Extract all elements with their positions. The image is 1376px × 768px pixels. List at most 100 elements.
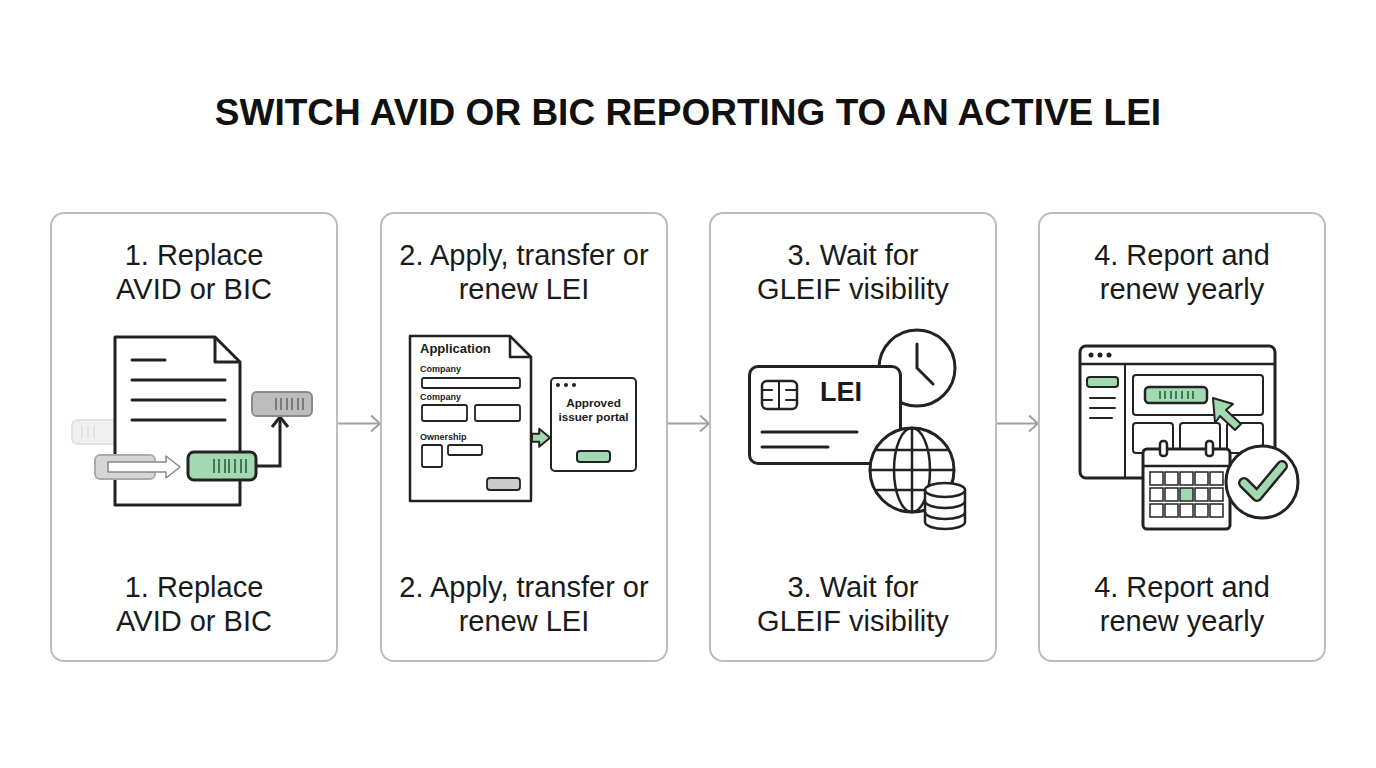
- replace-illustration: [215, 337, 240, 362]
- replace-illustration: [280, 398, 282, 410]
- field-label: Ownership: [420, 432, 467, 442]
- report-illustration: [1133, 375, 1263, 415]
- report-illustration: [1143, 465, 1230, 468]
- lei-card-art: [762, 381, 797, 409]
- portal-window-art: [572, 383, 576, 387]
- portal-window-art: [556, 383, 560, 387]
- clock-icon: [917, 344, 933, 384]
- portal-label: Approved issuer portal: [552, 396, 635, 424]
- replace-illustration: [252, 392, 312, 416]
- replace-illustration: [272, 417, 288, 427]
- lei-card-art: [762, 381, 965, 529]
- step-panel: 4. Report and renew yearly4. Report and …: [1038, 212, 1326, 662]
- report-illustration: [1090, 397, 1115, 399]
- step-caption: 4. Report and renew yearly: [1065, 570, 1300, 638]
- report-illustration: [1181, 391, 1183, 399]
- application-form-art: [410, 335, 532, 502]
- report-illustration: [1210, 472, 1223, 485]
- replace-illustration: [302, 398, 304, 410]
- portal-window-art: [564, 383, 568, 387]
- application-form-art: [410, 336, 531, 501]
- portal-window: Approved issuer portal: [550, 377, 637, 472]
- step-heading: 3. Wait for GLEIF visibility: [746, 238, 961, 306]
- report-illustration: [1150, 488, 1163, 501]
- report-illustration: [1143, 449, 1230, 529]
- lei-card-art: [778, 381, 780, 409]
- replace-illustration: [81, 426, 83, 438]
- report-illustration: [1195, 504, 1208, 517]
- step-caption: 1. Replace AVID or BIC: [92, 570, 297, 638]
- replace-illustration: [132, 399, 225, 402]
- report-illustration: [1192, 391, 1194, 399]
- report-illustration: [1098, 353, 1103, 358]
- report-illustration: [1090, 398, 1115, 418]
- application-form-art: [487, 478, 520, 490]
- report-illustration: [1180, 504, 1193, 517]
- report-illustration: [1210, 488, 1223, 501]
- report-illustration: [1244, 466, 1282, 496]
- field-label: Company: [420, 392, 461, 402]
- lei-card-art: [762, 399, 772, 401]
- step-panel: ApplicationCompanyCompanyOwnershipApprov…: [380, 212, 668, 662]
- step-arrow: [997, 423, 1038, 425]
- application-form-art: [422, 378, 520, 388]
- application-form-art: [422, 405, 467, 421]
- lei-card: LEI: [748, 365, 902, 465]
- report-illustration: [1165, 504, 1178, 517]
- step-panel: 1. Replace AVID or BIC 1. Replace AVID or…: [50, 212, 338, 662]
- lei-card-art: [925, 483, 965, 497]
- application-form-art: [410, 336, 531, 501]
- replace-illustration: [72, 420, 117, 444]
- lei-card-art: [762, 446, 828, 449]
- step-arrow: [668, 423, 709, 425]
- report-illustration: [1165, 472, 1178, 485]
- report-illustration: [1195, 488, 1208, 501]
- replace-illustration: [276, 398, 303, 410]
- application-form-art: [510, 336, 531, 357]
- lei-card-art: [762, 431, 857, 434]
- replace-illustration: [256, 418, 280, 466]
- field-label: Company: [420, 364, 461, 374]
- replace-illustration: [234, 459, 236, 473]
- replace-illustration: [132, 359, 165, 362]
- replace-illustration: [132, 419, 225, 422]
- report-illustration: [1244, 466, 1282, 496]
- form-heading: Application: [420, 342, 491, 356]
- replace-illustration: [72, 337, 312, 505]
- report-illustration: [1160, 391, 1193, 399]
- replace-illustration: [228, 459, 230, 473]
- step-panel: LEI3. Wait for GLEIF visibility3. Wait f…: [709, 212, 997, 662]
- step-heading: 1. Replace AVID or BIC: [92, 238, 297, 306]
- report-illustration: [1180, 488, 1193, 501]
- flow-arrow: [532, 429, 550, 447]
- portal-window-art: [550, 377, 637, 472]
- report-illustration: [1124, 364, 1126, 478]
- report-illustration: [1213, 398, 1241, 430]
- report-illustration: [1089, 353, 1094, 358]
- report-illustration: [1087, 377, 1118, 387]
- lei-card-art: [925, 501, 965, 519]
- step-caption: 2. Apply, transfer or renew LEI: [399, 570, 649, 638]
- replace-illustration: [286, 398, 288, 410]
- report-illustration: [1164, 391, 1166, 399]
- report-illustration: [1090, 417, 1112, 419]
- replace-illustration: [214, 459, 246, 473]
- report-illustration: [1160, 441, 1167, 456]
- report-illustration: [1080, 346, 1298, 529]
- card-label: LEI: [820, 377, 862, 407]
- report-illustration: [1165, 488, 1178, 501]
- report-illustration: [1170, 391, 1172, 399]
- replace-illustration: [224, 459, 226, 473]
- lei-card-art: [870, 469, 954, 472]
- replace-illustration: [132, 360, 225, 420]
- lei-card-art: [786, 399, 797, 401]
- report-illustration: [1145, 387, 1207, 403]
- diagram-title: SWITCH AVID OR BIC REPORTING TO AN ACTIV…: [0, 90, 1376, 136]
- report-illustration: [1107, 353, 1112, 358]
- step-heading: 2. Apply, transfer or renew LEI: [399, 238, 649, 306]
- application-form-art: [475, 405, 520, 421]
- report-illustration: [1090, 407, 1115, 409]
- report-illustration: [1187, 391, 1189, 399]
- lei-card-art: [786, 389, 797, 391]
